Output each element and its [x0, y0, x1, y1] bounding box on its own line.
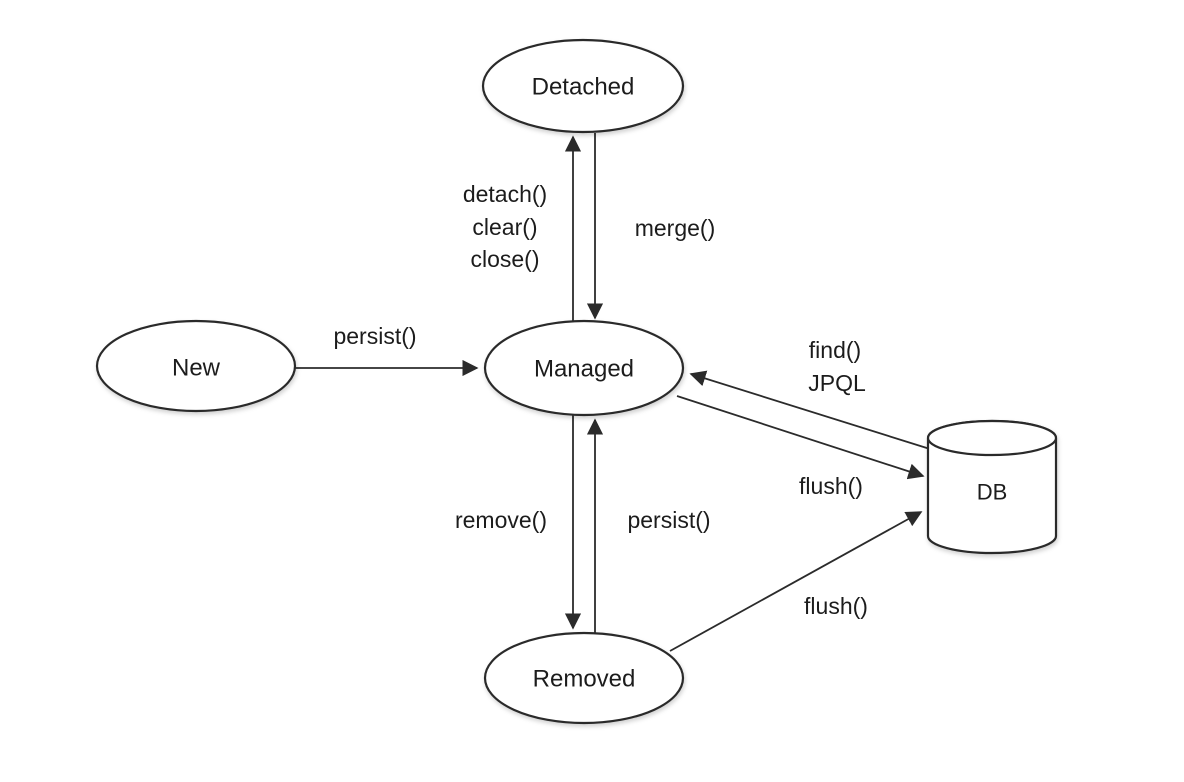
- state-label-removed: Removed: [533, 666, 636, 693]
- state-ellipse-removed: [483, 631, 685, 725]
- edge-label-clear-line: clear(): [472, 214, 537, 240]
- state-label-new: New: [172, 355, 221, 382]
- edge-label-find-jpql: find() JPQL: [808, 337, 866, 396]
- edge-label-remove: remove(): [455, 507, 547, 533]
- state-node-new: New: [95, 319, 297, 413]
- edge-label-detach-clear-close: detach() clear() close(): [463, 181, 547, 272]
- database-label-db: DB: [977, 480, 1008, 505]
- edge-label-persist-new: persist(): [333, 323, 416, 349]
- edge-flush-managed-to-db: [676, 395, 925, 480]
- state-node-detached: Detached: [481, 38, 685, 134]
- edge-label-flush-managed: flush(): [799, 473, 863, 499]
- edge-flush-removed-to-db: [669, 511, 923, 652]
- state-label-managed: Managed: [534, 356, 634, 383]
- edge-find-db-to-managed: [689, 370, 931, 450]
- edge-label-find-line: find(): [809, 337, 861, 363]
- edge-label-close-line: close(): [470, 246, 539, 272]
- database-cylinder-top: [926, 419, 1058, 457]
- state-ellipse-managed: [483, 319, 685, 417]
- state-label-detached: Detached: [532, 74, 635, 101]
- state-ellipse-new: [95, 319, 297, 413]
- edge-label-persist-removed: persist(): [627, 507, 710, 533]
- state-node-removed: Removed: [483, 631, 685, 725]
- state-node-managed: Managed: [483, 319, 685, 417]
- database-node-db: DB: [926, 419, 1058, 555]
- edge-label-flush-removed: flush(): [804, 593, 868, 619]
- state-ellipse-detached: [481, 38, 685, 134]
- edge-label-detach-line: detach(): [463, 181, 547, 207]
- edge-label-merge: merge(): [635, 215, 716, 241]
- edge-label-jpql-line: JPQL: [808, 370, 866, 396]
